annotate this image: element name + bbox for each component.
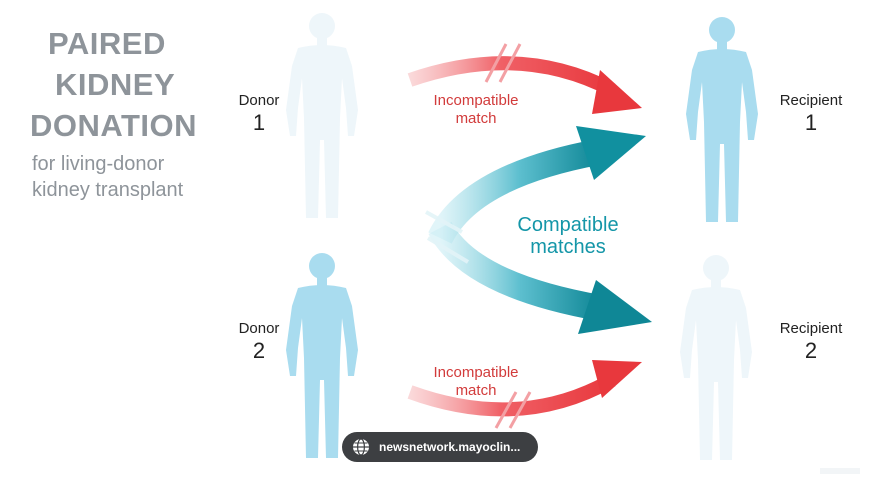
title-line-1: PAIRED: [48, 26, 166, 61]
recipient-2-label: Recipient 2: [766, 320, 856, 364]
title-line-2: KIDNEY: [55, 67, 176, 102]
recipient-1-label: Recipient 1: [766, 92, 856, 136]
compatible-arrows: [425, 126, 652, 334]
recipient-1-role: Recipient: [779, 92, 843, 109]
recipient-1-number: 1: [804, 110, 818, 135]
globe-icon: [353, 438, 369, 456]
recipient-2-number: 2: [804, 338, 818, 363]
donor-2-label: Donor 2: [214, 320, 304, 364]
recipient-2-role: Recipient: [779, 320, 843, 337]
source-badge[interactable]: newsnetwork.mayoclin...: [342, 432, 538, 462]
incompatible-bottom-line-1: Incompatible: [433, 364, 519, 381]
incompatible-arrow-bottom: [407, 360, 642, 429]
donor-2-role: Donor: [238, 320, 280, 337]
recipient-2-figure: [680, 255, 752, 460]
incompatible-bottom-line-2: match: [455, 382, 497, 399]
incompatible-top-line-1: Incompatible: [433, 92, 519, 109]
incompatible-arrow-top: [407, 43, 642, 114]
donor-1-role: Donor: [238, 92, 280, 109]
incompatible-label-top: Incompatible match: [406, 92, 546, 128]
decorative-shape: [820, 468, 860, 474]
donor-2-number: 2: [252, 338, 266, 363]
incompatible-top-line-2: match: [455, 110, 497, 127]
compatible-label: Compatible matches: [488, 214, 648, 258]
recipient-1-figure: [686, 17, 758, 222]
subtitle-line-2: kidney transplant: [32, 179, 184, 201]
break-mark-bottom: [494, 391, 532, 429]
incompatible-label-bottom: Incompatible match: [406, 364, 546, 400]
compatible-line-2: matches: [530, 236, 606, 258]
break-mark-top: [484, 43, 522, 83]
subtitle-line-1: for living-donor: [32, 153, 165, 175]
donor-1-number: 1: [252, 110, 266, 135]
title-line-3: DONATION: [30, 108, 198, 143]
compatible-line-1: Compatible: [517, 214, 619, 236]
donor-1-label: Donor 1: [214, 92, 304, 136]
source-url: newsnetwork.mayoclin...: [379, 440, 521, 454]
